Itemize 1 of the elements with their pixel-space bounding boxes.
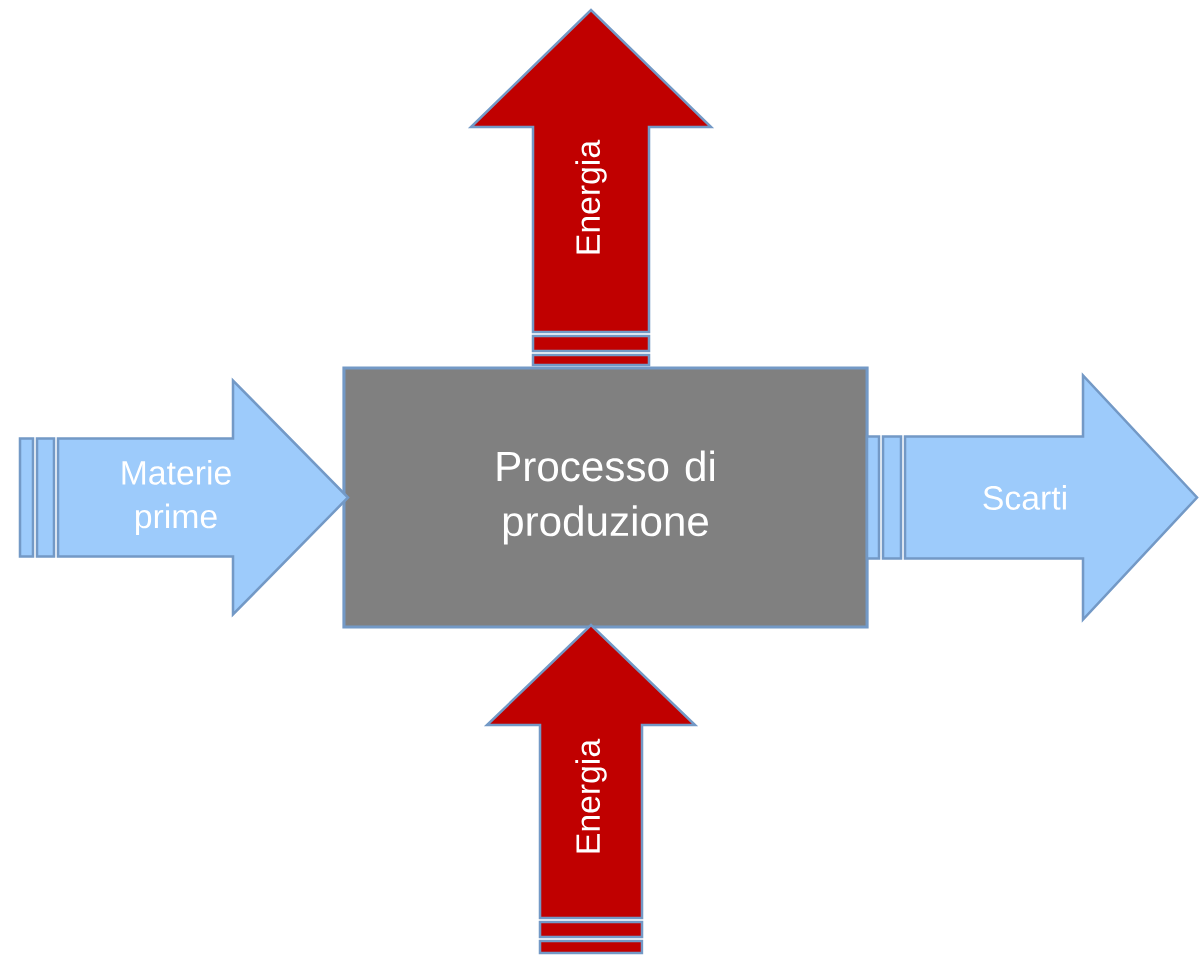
process-box: Processo di produzione — [342, 366, 869, 629]
